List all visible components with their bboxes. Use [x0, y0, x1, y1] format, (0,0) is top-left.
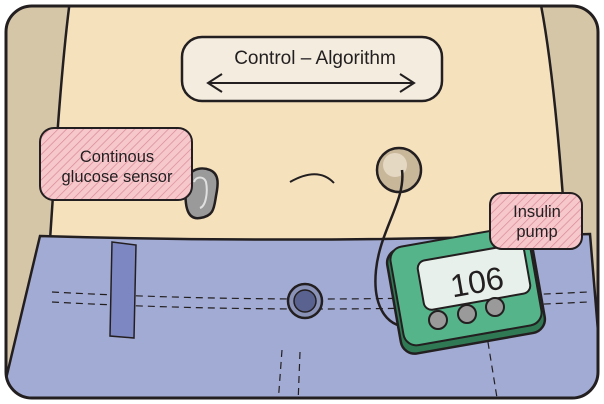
- jeans-button-center: [293, 289, 317, 313]
- control-algorithm-box: [180, 35, 444, 103]
- pump-label-line2: pump: [516, 223, 558, 241]
- navel: [289, 173, 335, 184]
- insulin-pump: [385, 225, 547, 355]
- pump-label-line1: Insulin: [513, 203, 561, 221]
- double-arrow-icon: [206, 73, 416, 93]
- leg-stitch: [485, 329, 499, 398]
- cgm-label-box: [39, 127, 193, 201]
- control-algorithm-label: Control – Algorithm: [234, 48, 396, 69]
- pump-button-3: [485, 297, 505, 317]
- cgm-label-line1: Continous: [79, 148, 155, 166]
- cgm-label: Continous glucose sensor: [44, 138, 190, 196]
- sensor-highlight: [193, 176, 208, 209]
- pump-button-2: [457, 304, 477, 324]
- pump-label-box: [489, 192, 583, 250]
- diagram-frame: [4, 4, 600, 400]
- insulin-tubing: [374, 169, 413, 328]
- belt-loop: [109, 241, 137, 339]
- fly-stitch: [297, 351, 301, 398]
- fly-stitch: [277, 349, 283, 398]
- cgm-label-line2: glucose sensor: [61, 168, 173, 186]
- pump-screen: [416, 243, 532, 311]
- pump-button-1: [428, 310, 448, 330]
- pump-label: Insulin pump: [492, 197, 582, 247]
